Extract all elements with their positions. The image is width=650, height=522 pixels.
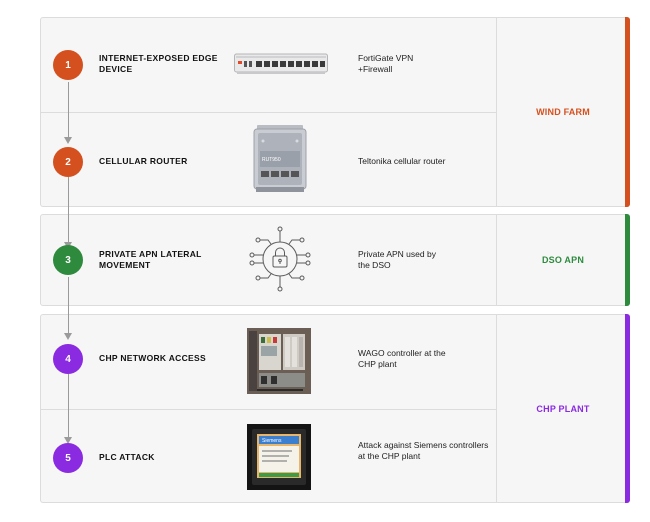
zone-panel-chp-plant: CHP PLANT bbox=[40, 314, 630, 503]
wago-controller-photo bbox=[247, 328, 311, 394]
step-description: Attack against Siemens controllers at th… bbox=[358, 440, 489, 461]
step-title: PRIVATE APN LATERAL MOVEMENT bbox=[99, 249, 202, 270]
zone-label-dso-apn: DSO APN bbox=[541, 255, 585, 265]
step-number-badge: 3 bbox=[53, 245, 83, 275]
zone-panel-dso-apn: DSO APN bbox=[40, 214, 630, 306]
zone-accent-bar bbox=[625, 314, 630, 503]
step-1: 1 INTERNET-EXPOSED EDGE DEVICE FortiGate… bbox=[40, 17, 495, 111]
router-model-label: RUT950 bbox=[262, 157, 281, 163]
step-divider bbox=[41, 409, 496, 410]
step-5: 5 PLC ATTACK Siemens Attack against Siem… bbox=[40, 408, 495, 503]
zone-panel-wind-farm: WIND FARM bbox=[40, 17, 630, 207]
step-number-badge: 1 bbox=[53, 50, 83, 80]
step-description: FortiGate VPN +Firewall bbox=[358, 53, 414, 74]
step-title: PLC ATTACK bbox=[99, 452, 155, 462]
step-title: CELLULAR ROUTER bbox=[99, 156, 188, 166]
step-number-badge: 4 bbox=[53, 344, 83, 374]
zone-accent-bar bbox=[625, 214, 630, 306]
step-title: CHP NETWORK ACCESS bbox=[99, 353, 206, 363]
step-4: 4 CHP NETWORK ACCESS WAGO controller at … bbox=[40, 314, 495, 408]
zone-label-cell: CHP PLANT bbox=[496, 315, 629, 502]
zone-accent-bar bbox=[625, 17, 630, 207]
zone-label-cell: DSO APN bbox=[496, 215, 629, 305]
step-description: Private APN used by the DSO bbox=[358, 249, 436, 270]
zone-label-wind-farm: WIND FARM bbox=[536, 107, 590, 117]
step-title: INTERNET-EXPOSED EDGE DEVICE bbox=[99, 53, 218, 74]
teltonika-router-image: RUT950 bbox=[253, 125, 307, 192]
step-3: 3 PRIVATE APN LATERAL MOVEMENT Private A… bbox=[40, 214, 495, 306]
hmi-screen-text: Siemens bbox=[262, 438, 282, 444]
fortigate-appliance-image bbox=[234, 53, 328, 74]
step-2: 2 CELLULAR ROUTER RUT950 Teltonika cellu… bbox=[40, 111, 495, 207]
step-divider bbox=[41, 112, 496, 113]
padlock-circuit-icon bbox=[249, 226, 311, 292]
siemens-hmi-photo: Siemens bbox=[247, 424, 311, 490]
step-number-badge: 2 bbox=[53, 147, 83, 177]
zone-label-chp-plant: CHP PLANT bbox=[536, 403, 590, 414]
step-description: WAGO controller at the CHP plant bbox=[358, 348, 446, 369]
zone-label-cell: WIND FARM bbox=[496, 18, 629, 206]
step-number-badge: 5 bbox=[53, 443, 83, 473]
step-description: Teltonika cellular router bbox=[358, 156, 446, 166]
